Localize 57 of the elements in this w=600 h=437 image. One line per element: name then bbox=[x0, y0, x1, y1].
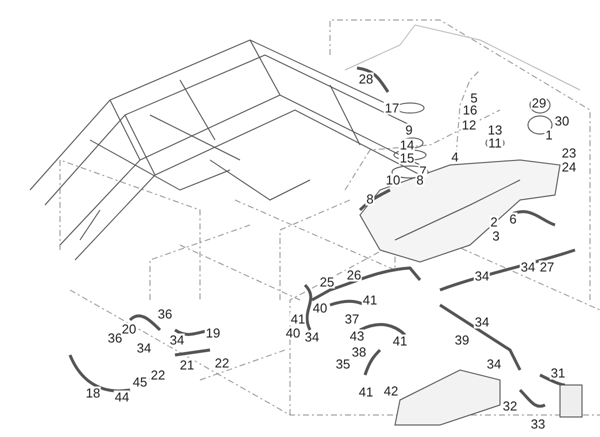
callout-number: 28 bbox=[358, 72, 374, 86]
callout-number: 37 bbox=[344, 312, 360, 326]
callout-number: 41 bbox=[358, 386, 374, 398]
callout-number: 4 bbox=[450, 150, 460, 164]
callout-number: 24 bbox=[560, 160, 578, 174]
callout-number: 14 bbox=[398, 138, 416, 152]
callout-number: 1 bbox=[544, 128, 554, 142]
callout-number: 36 bbox=[156, 308, 174, 320]
callout-number: 40 bbox=[312, 302, 328, 314]
callout-number: 41 bbox=[392, 334, 408, 348]
callout-number: 12 bbox=[460, 118, 478, 132]
callout-number: 39 bbox=[454, 334, 470, 346]
callout-number: 33 bbox=[530, 418, 546, 430]
callout-number: 44 bbox=[114, 390, 130, 404]
callout-number: 21 bbox=[178, 358, 196, 372]
callout-number: 9 bbox=[404, 124, 414, 136]
callout-number: 3 bbox=[491, 230, 501, 242]
callout-number: 30 bbox=[554, 114, 570, 128]
callout-number: 32 bbox=[502, 400, 518, 412]
callout-number: 41 bbox=[362, 294, 378, 306]
callout-number: 34 bbox=[304, 330, 320, 344]
callout-number: 34 bbox=[520, 260, 536, 274]
callout-number: 8 bbox=[365, 192, 375, 206]
callout-number: 10 bbox=[384, 174, 402, 186]
callout-number: 29 bbox=[530, 96, 548, 110]
callout-number: 42 bbox=[382, 384, 400, 398]
callout-number: 36 bbox=[106, 332, 124, 344]
callout-number: 23 bbox=[560, 146, 578, 160]
callout-number: 26 bbox=[346, 268, 362, 282]
callout-number: 13 bbox=[486, 124, 504, 136]
callout-number: 17 bbox=[384, 102, 400, 114]
callout-number: 19 bbox=[204, 326, 222, 340]
callout-number: 43 bbox=[348, 330, 366, 342]
callout-number: 40 bbox=[284, 326, 302, 340]
callout-number: 34 bbox=[136, 342, 152, 354]
callout-number: 34 bbox=[486, 358, 502, 370]
callout-number: 45 bbox=[132, 376, 148, 388]
callout-number: 15 bbox=[398, 152, 416, 164]
callout-number: 27 bbox=[538, 260, 556, 274]
callout-number: 16 bbox=[462, 104, 478, 116]
callout-number: 22 bbox=[150, 368, 166, 382]
callout-number: 31 bbox=[550, 366, 566, 380]
callout-number: 35 bbox=[334, 358, 352, 370]
callout-number: 6 bbox=[508, 212, 518, 226]
callout-number: 34 bbox=[168, 334, 186, 346]
callout-number: 5 bbox=[469, 92, 479, 104]
callout-number: 18 bbox=[84, 386, 102, 400]
callout-number: 34 bbox=[474, 270, 490, 282]
callout-number: 20 bbox=[120, 322, 138, 336]
callout-number: 25 bbox=[318, 276, 336, 288]
callout-number: 8 bbox=[415, 174, 425, 186]
callout-number: 22 bbox=[214, 356, 230, 370]
callout-number: 11 bbox=[487, 136, 503, 150]
callout-number: 38 bbox=[350, 346, 368, 358]
callout-number: 41 bbox=[290, 312, 306, 326]
callout-number: 2 bbox=[489, 216, 499, 228]
callout-number: 34 bbox=[474, 316, 490, 328]
